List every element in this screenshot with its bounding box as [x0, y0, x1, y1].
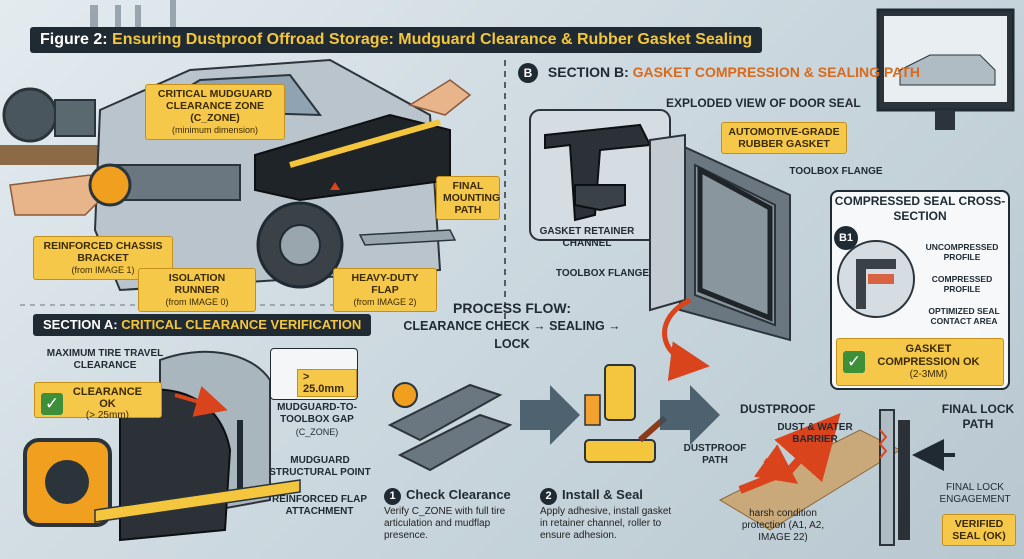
isolation-runner-sub: (from IMAGE 0)	[165, 297, 229, 307]
heavy-duty-flap-callout: Heavy-Duty Flap (from IMAGE 2)	[333, 268, 437, 312]
harsh-condition-label: harsh condition protection (A1, A2, IMAG…	[741, 508, 825, 543]
dustproof-path-label: Dustproof Path	[683, 443, 747, 466]
compressed-label: Compressed Profile	[931, 274, 993, 294]
gap-label-title: Mudguard-to-Toolbox Gap	[277, 402, 357, 425]
final-lock-illustration	[878, 409, 955, 546]
step-1-description: Verify C_ZONE with full tire articulatio…	[384, 506, 506, 541]
figure-title: Figure 2: Ensuring Dustproof Offroad Sto…	[30, 27, 763, 53]
gasket-compression-ok-title: Gasket Compression OK	[877, 343, 980, 368]
clearance-ok-badge: ✓ Clearance OK (> 25mm)	[34, 382, 162, 421]
toolbox-flange-left-label: Toolbox Flange	[555, 268, 650, 279]
tape-measure-illustration	[23, 438, 301, 527]
step-2-number: 2	[540, 488, 557, 505]
process-flow-sequence: Clearance Check → Sealing → Lock	[403, 319, 621, 351]
chassis-rails-illustration	[387, 382, 513, 472]
clearance-ok-sub: (> 25mm)	[85, 410, 129, 421]
verified-seal-callout: Verified Seal (OK)	[942, 514, 1016, 546]
clearance-zone-sub: (minimum dimension)	[171, 125, 259, 135]
structural-point-label: Mudguard Structural Point	[269, 455, 371, 478]
max-tire-travel-label: Maximum Tire Travel Clearance	[46, 348, 164, 371]
uncompressed-label: Uncompressed Profile	[925, 242, 999, 262]
gap-label: Mudguard-to-Toolbox Gap (C_ZONE)	[262, 402, 372, 438]
section-a-prefix: SECTION A:	[43, 317, 118, 332]
section-b-badge: B	[518, 63, 538, 83]
retainer-channel-label: Gasket Retainer Channel	[539, 226, 635, 249]
contact-area-label: Optimized Seal Contact Area	[928, 306, 1000, 326]
section-a-title: Critical Clearance Verification	[121, 317, 362, 332]
dustproof-title: Dustproof	[740, 402, 816, 416]
step-1-label: Check Clearance	[406, 487, 511, 502]
check-icon: ✓	[843, 350, 865, 373]
b1-badge: B1	[834, 226, 858, 250]
clearance-ok-title: Clearance OK	[72, 386, 142, 410]
door-seal-illustration	[649, 133, 791, 382]
flap-attachment-label: Reinforced Flap Attachment	[272, 494, 367, 517]
gap-value: > 25.0mm	[297, 369, 357, 397]
step-1-title: 1 Check Clearance	[384, 487, 511, 505]
final-lock-title: Final Lock Path	[941, 402, 1015, 431]
gap-label-sub: (C_ZONE)	[295, 427, 339, 437]
gasket-compression-ok-badge: ✓ Gasket Compression OK (2-3mm)	[836, 338, 1004, 386]
dustproof-path-illustration	[718, 413, 902, 531]
toolbox-illustration	[254, 113, 451, 202]
monitor-illustration	[876, 8, 1015, 130]
compressed-seal-card: Compressed Seal Cross-Section B1 Uncompr…	[830, 190, 1010, 390]
isolation-runner-title: Isolation Runner	[168, 272, 226, 296]
adhesive-tools-illustration	[584, 364, 667, 463]
final-mounting-path-callout: Final Mounting Path	[436, 176, 500, 220]
seal-cross-section-icon	[837, 240, 915, 318]
final-lock-engagement-label: Final Lock Engagement	[939, 482, 1011, 505]
gasket-closeup	[529, 109, 671, 241]
compressed-seal-title: Compressed Seal Cross-Section	[834, 194, 1006, 223]
reinforced-bracket-title: Reinforced Chassis Bracket	[43, 240, 163, 264]
toolbox-flange-top-label: Toolbox Flange	[789, 166, 883, 177]
rubber-gasket-callout: Automotive-Grade Rubber Gasket	[721, 122, 847, 154]
section-b-header: B SECTION B: Gasket Compression & Sealin…	[518, 63, 920, 83]
figure-prefix: Figure 2:	[40, 31, 108, 48]
process-flow-title: Process Flow:	[453, 300, 571, 316]
gasket-compression-ok-sub: (2-3mm)	[909, 369, 948, 380]
gap-gauge-card: > 25.0mm	[270, 348, 358, 400]
exploded-view-title: Exploded View of Door Seal	[666, 96, 861, 110]
dust-water-barrier-label: Dust & Water Barrier	[777, 422, 853, 445]
process-flow-header: Process Flow: Clearance Check → Sealing …	[387, 299, 637, 351]
section-b-title: Gasket Compression & Sealing Path	[632, 64, 920, 80]
reinforced-bracket-sub: (from IMAGE 1)	[71, 265, 135, 275]
check-icon: ✓	[41, 392, 63, 415]
step-1-number: 1	[384, 488, 401, 505]
step-2-title: 2 Install & Seal	[540, 487, 643, 505]
section-b-prefix: SECTION B:	[547, 64, 629, 80]
final-mounting-path-label: Final Mounting Path	[443, 180, 501, 216]
heavy-duty-flap-sub: (from IMAGE 2)	[353, 297, 417, 307]
clearance-zone-callout: Critical Mudguard Clearance Zone (C_Zone…	[145, 84, 285, 140]
step-2-label: Install & Seal	[562, 487, 643, 502]
figure-main-title: Ensuring Dustproof Offroad Storage: Mudg…	[112, 31, 753, 48]
section-a-header: SECTION A: Critical Clearance Verificati…	[33, 314, 372, 336]
step-2-description: Apply adhesive, install gasket in retain…	[540, 506, 672, 541]
clearance-zone-title: Critical Mudguard Clearance Zone (C_Zone…	[157, 88, 273, 124]
isolation-runner-callout: Isolation Runner (from IMAGE 0)	[138, 268, 256, 312]
heavy-duty-flap-title: Heavy-Duty Flap	[351, 272, 419, 296]
